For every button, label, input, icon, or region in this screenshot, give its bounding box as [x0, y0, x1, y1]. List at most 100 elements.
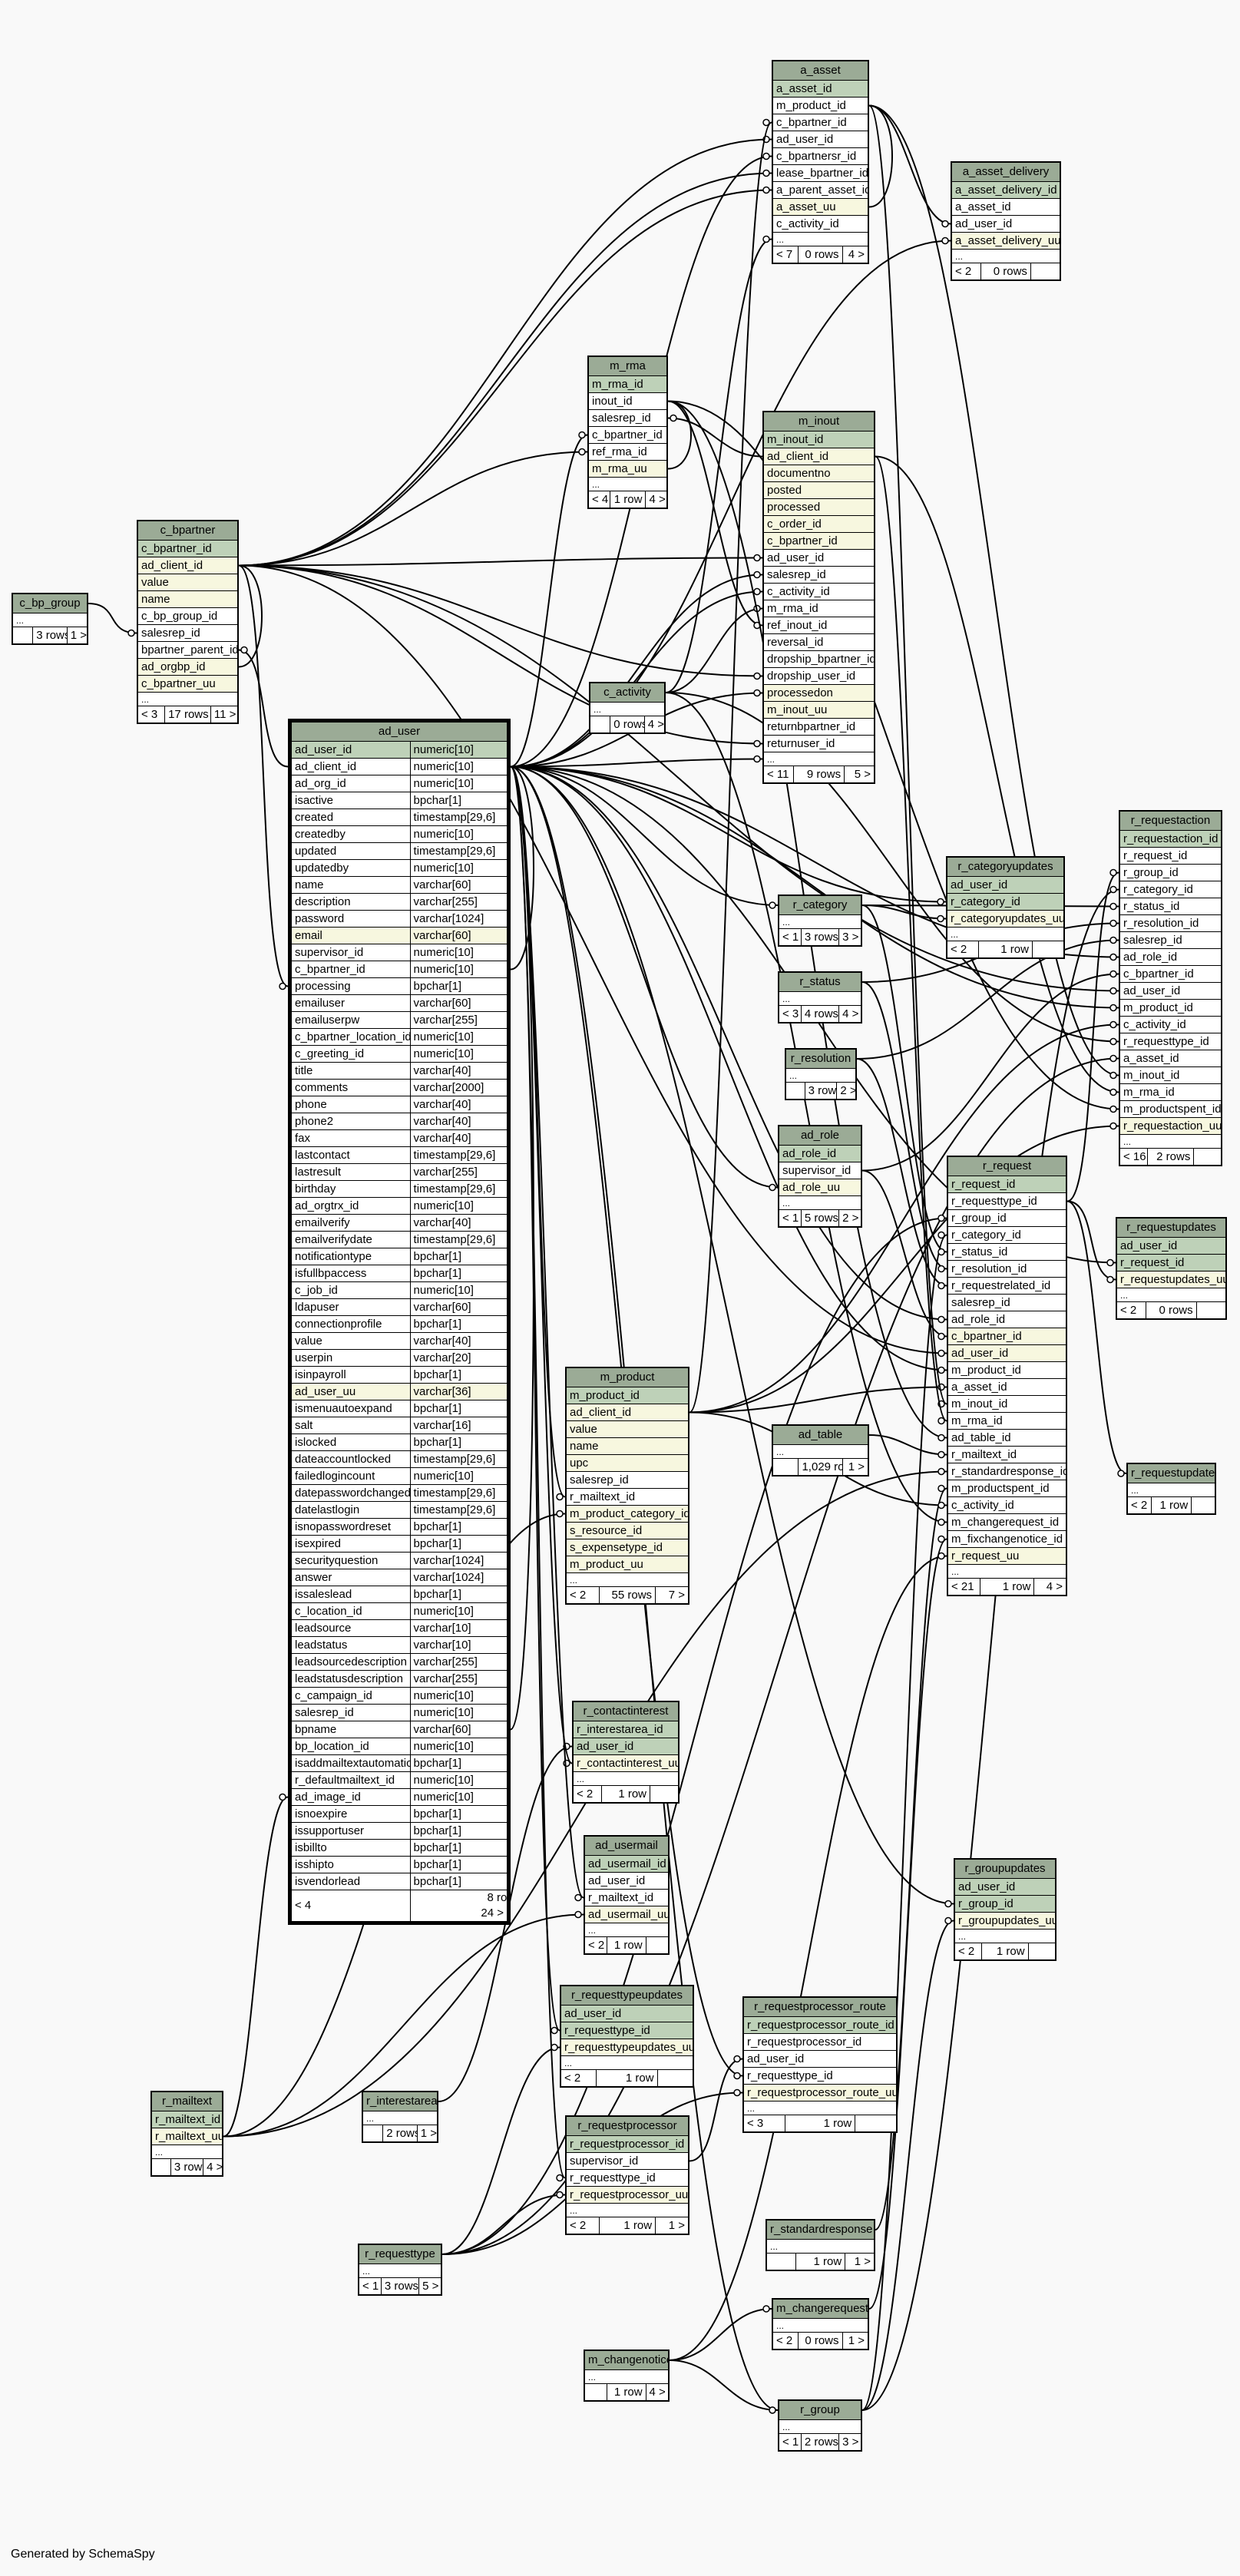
column-row: r_category_id [1119, 881, 1222, 898]
column-name: c_bpartner_id [1119, 965, 1222, 983]
children-count [1030, 263, 1061, 280]
column-name: a_asset_delivery_uu [951, 232, 1060, 250]
column-row: a_asset_delivery_id [951, 181, 1060, 199]
column-row: ad_role_id [1119, 948, 1222, 966]
children-count: 4 > [1033, 1578, 1066, 1596]
relationship-line [1066, 1200, 1116, 1281]
column-name: ad_user_id [743, 2050, 897, 2068]
parents-count: < 2 [1116, 1301, 1147, 1319]
column-row: ad_user_id [743, 2050, 897, 2068]
relationship-line [238, 172, 772, 567]
column-type: varchar[60] [409, 994, 508, 1012]
parents-count: < 2 [584, 1936, 608, 1954]
parents-count [772, 1458, 799, 1476]
column-name: value [137, 574, 238, 591]
column-row: ad_user_id [1116, 1237, 1226, 1255]
parents-count: < 2 [772, 2332, 799, 2349]
column-name: password [291, 910, 411, 928]
fk-endpoint-marker [937, 1484, 945, 1493]
column-row: r_status_id [1119, 898, 1222, 915]
column-name: r_categoryupdates_uu [947, 910, 1064, 928]
column-row: salesrep_id [566, 1471, 689, 1489]
parents-count [362, 2125, 384, 2142]
table-title: r_requestupdates [1116, 1218, 1226, 1238]
column-name: updatedby [291, 859, 411, 877]
column-name: ad_usermail_id [584, 1855, 669, 1873]
column-name: dropship_user_id [763, 667, 875, 685]
fk-endpoint-marker [1109, 868, 1117, 877]
column-type: bpchar[1] [409, 1822, 508, 1840]
column-row: ad_role_uu [779, 1179, 861, 1196]
column-row: ad_user_id [947, 1344, 1066, 1362]
fk-endpoint-marker [937, 1349, 945, 1357]
column-row: ad_user_id [947, 876, 1064, 894]
column-name: isbillto [291, 1839, 411, 1857]
relationship-line [510, 590, 763, 768]
column-type: bpchar[1] [409, 1873, 508, 1890]
relationship-line [689, 121, 772, 1414]
fk-endpoint-marker [279, 1793, 286, 1801]
column-type: timestamp[29,6] [409, 1146, 508, 1164]
children-count: 4 > [643, 716, 666, 733]
fk-endpoint-marker [753, 755, 761, 763]
relationship-line [689, 2058, 743, 2162]
table-title: m_inout [763, 412, 875, 432]
fk-endpoint-marker [556, 2174, 564, 2182]
relationship-line [868, 1538, 947, 2310]
fk-endpoint-marker [1109, 953, 1117, 961]
relationship-line [238, 564, 763, 745]
table-title: c_bp_group [12, 594, 88, 613]
column-name: securityquestion [291, 1552, 411, 1569]
column-type: varchar[60] [409, 1298, 508, 1316]
children-count [656, 2069, 694, 2087]
children-count [1031, 941, 1065, 958]
children-count [1195, 1301, 1227, 1319]
column-name: r_requestprocessor_id [743, 2033, 897, 2051]
fk-endpoint-marker [240, 646, 248, 654]
fk-endpoint-marker [551, 2026, 558, 2035]
column-name: supervisor_id [291, 944, 411, 961]
column-row: dropship_user_id [763, 667, 875, 685]
children-count: 4 > [203, 2158, 223, 2176]
more-columns-ellipsis: ... [779, 2419, 861, 2434]
column-type: bpchar[1] [409, 1265, 508, 1282]
parents-count [785, 1082, 805, 1100]
